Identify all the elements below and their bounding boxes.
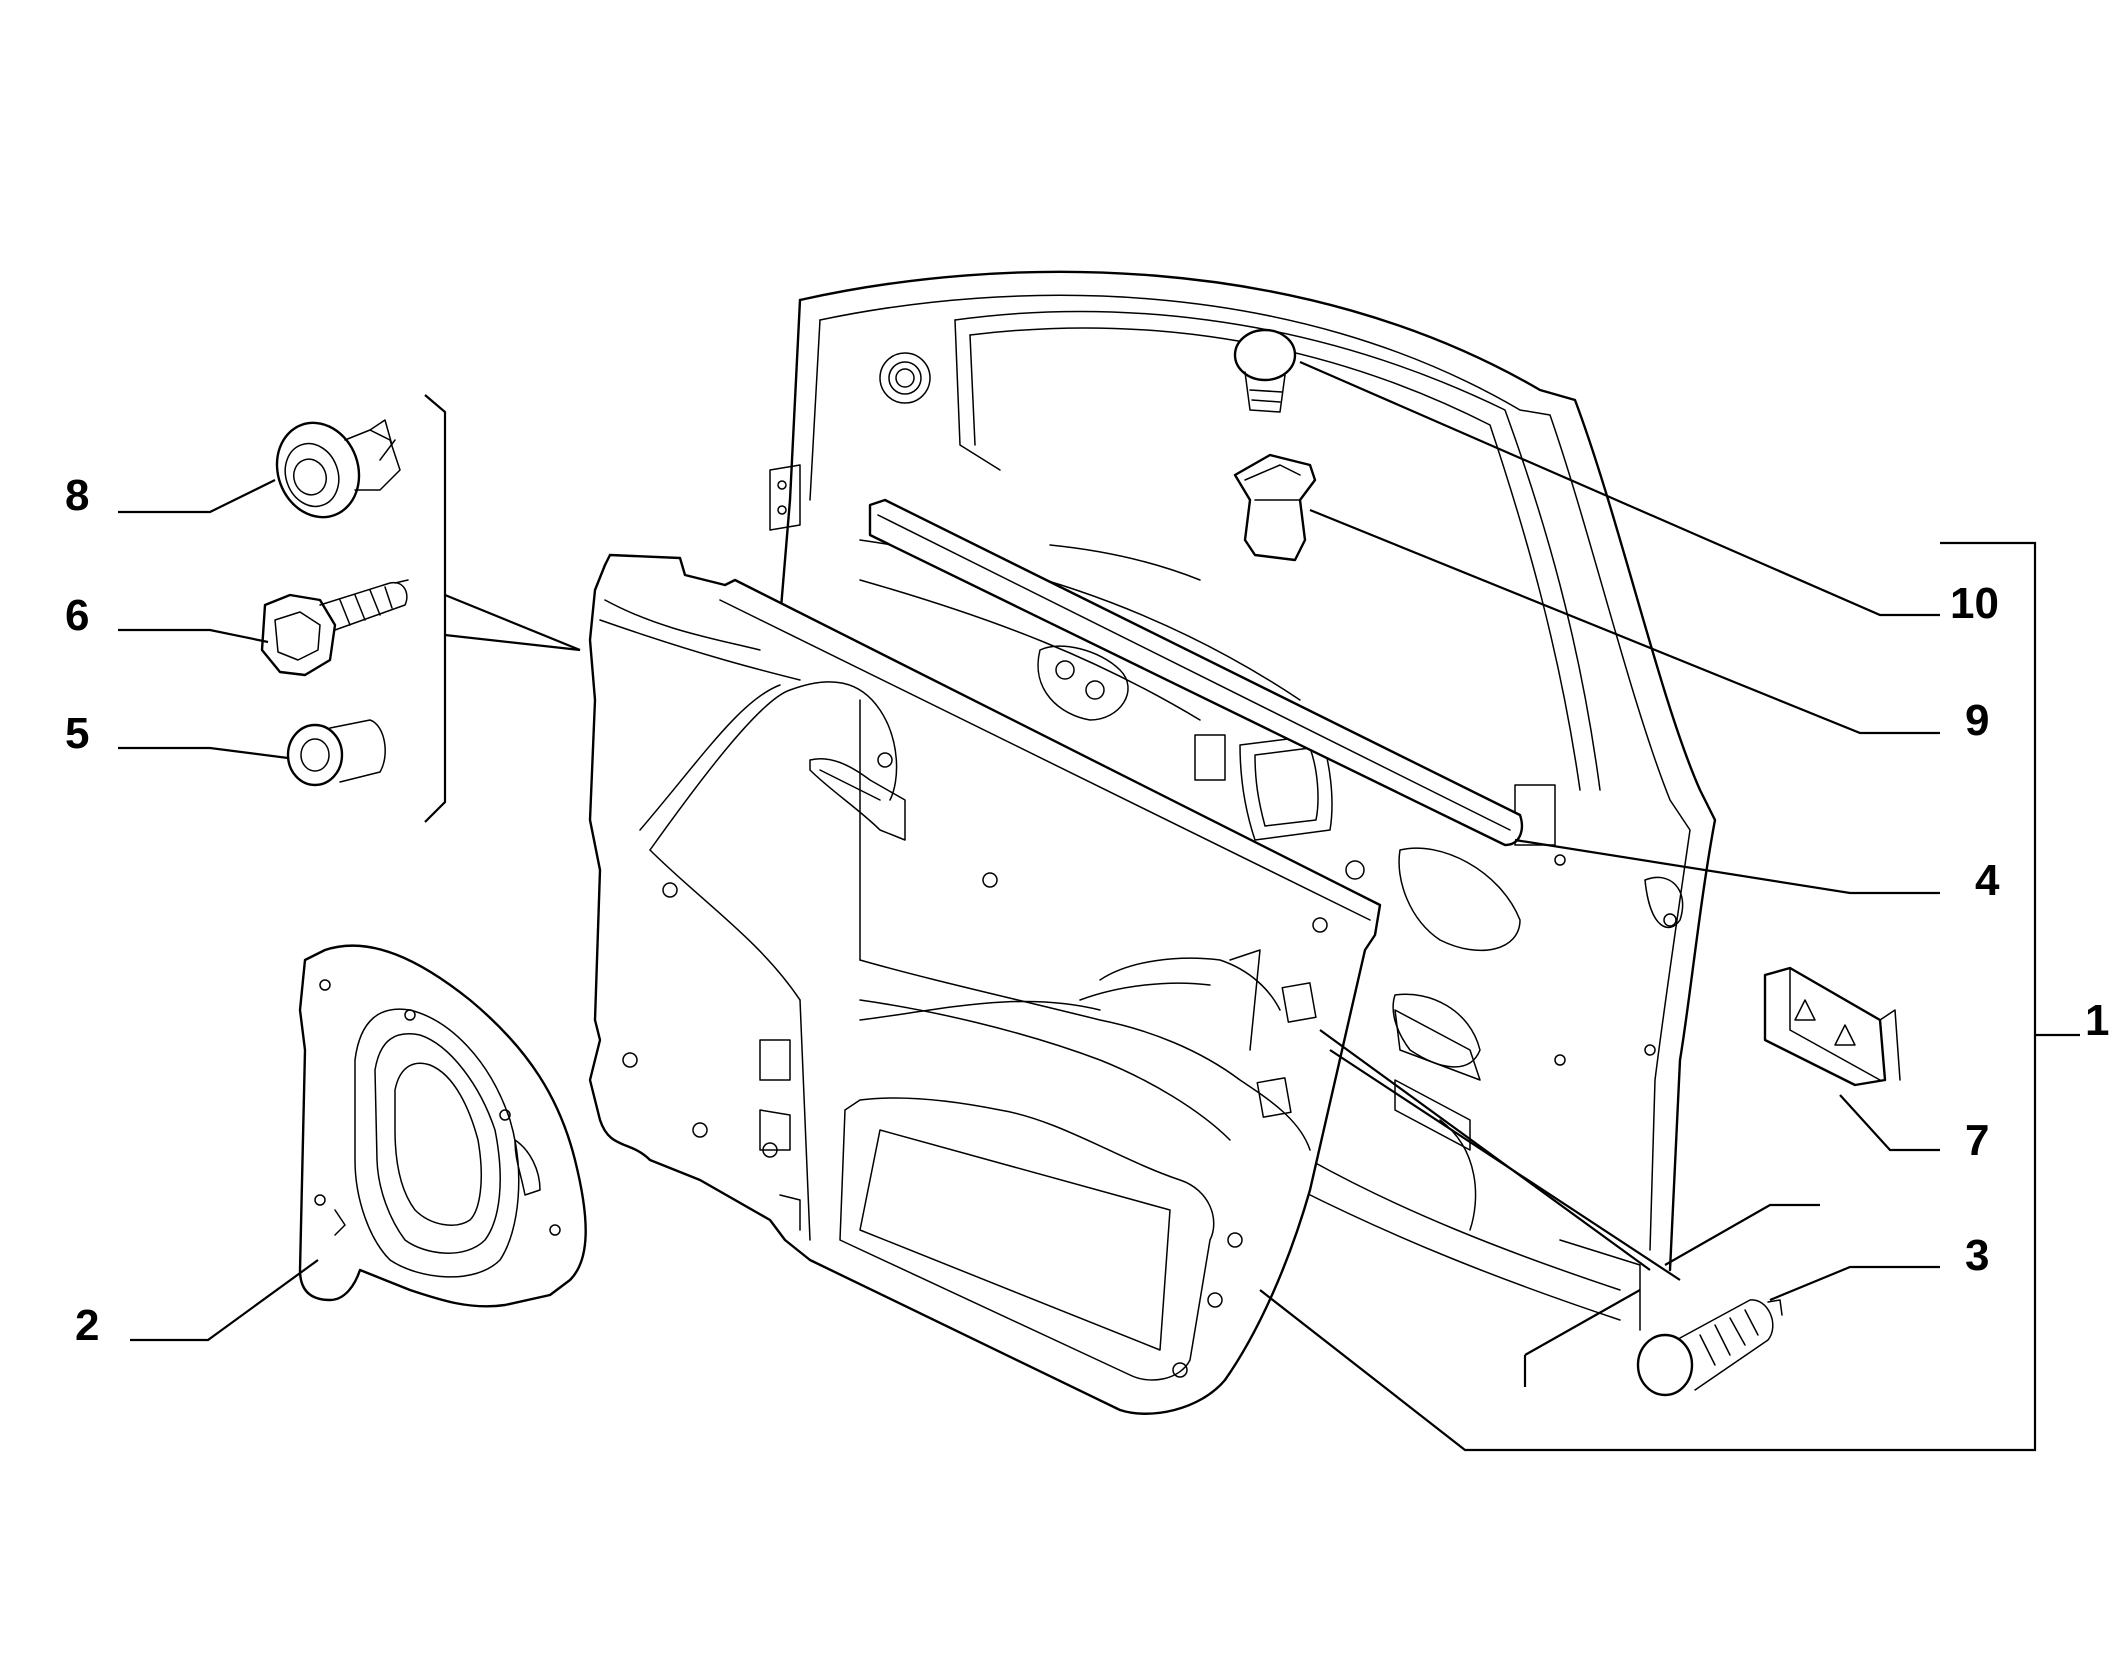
callout-2: 2: [75, 1301, 99, 1350]
part-3-fastener: [1636, 1299, 1783, 1397]
door-shell: [769, 270, 1717, 1331]
callout-7: 7: [1965, 1116, 1989, 1165]
leader-lines: [118, 360, 2080, 1452]
callout-8: 8: [65, 471, 89, 520]
callout-4: 4: [1975, 856, 2000, 905]
part-9-bracket: [1233, 453, 1317, 562]
part-4-window-seal: [868, 498, 1524, 847]
door-trim-panel: [588, 553, 1382, 1415]
part-8-push-clip: [275, 419, 401, 519]
callouts: 8 6 5 2 10 9 4 1 7 3: [65, 471, 2109, 1350]
part-7-retainer-clip: [1763, 966, 1901, 1087]
callout-5: 5: [65, 709, 89, 758]
callout-1: 1: [2085, 996, 2109, 1045]
callout-3: 3: [1965, 1231, 1989, 1280]
callout-9: 9: [1965, 696, 1989, 745]
callout-10: 10: [1950, 579, 1999, 628]
part-2-speaker-gasket: [298, 944, 587, 1308]
callout-6: 6: [65, 591, 89, 640]
part-5-bushing: [286, 719, 386, 787]
part-10-plug: [1233, 328, 1297, 413]
part-6-flange-bolt: [260, 579, 409, 677]
